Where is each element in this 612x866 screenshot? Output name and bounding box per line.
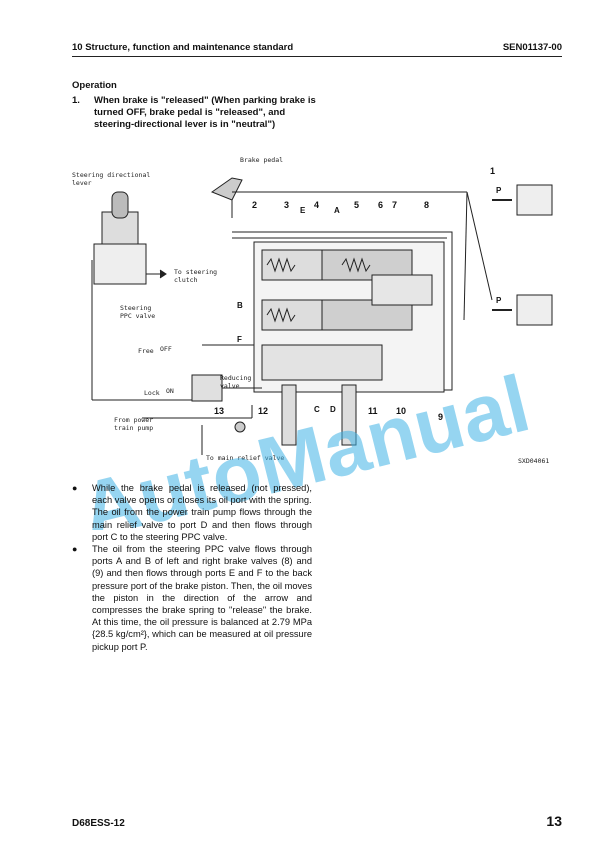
brake-cylinder-bottom [516, 294, 553, 326]
port-P-top: P [496, 186, 502, 195]
port-D: D [330, 405, 336, 414]
brake-pedal-shape [210, 177, 243, 201]
step-number: 1. [72, 95, 80, 106]
callout-1: 1 [490, 166, 495, 176]
page-number: 13 [546, 813, 562, 829]
callout-9: 9 [438, 412, 443, 422]
callout-6: 6 [378, 200, 383, 210]
callout-8: 8 [424, 200, 429, 210]
label-lock: Lock [144, 389, 160, 397]
callout-5: 5 [354, 200, 359, 210]
bullet-list: ● While the brake pedal is released (not… [72, 482, 312, 653]
port-A: A [334, 206, 340, 215]
header-doc-code: SEN01137-00 [502, 42, 562, 53]
label-steering-ppc-2: PPC valve [120, 312, 155, 320]
header-title: 10 Structure, function and maintenance s… [72, 42, 294, 53]
footer-model: D68ESS-12 [72, 818, 125, 829]
bullet-2-para-1: The oil from the steering PPC valve flow… [92, 544, 312, 652]
port-B: B [237, 301, 243, 310]
callout-3: 3 [284, 200, 289, 210]
label-steering-ppc-1: Steering [120, 304, 151, 312]
brake-cylinder-top [516, 184, 553, 216]
page-header: 10 Structure, function and maintenance s… [72, 40, 562, 57]
label-to-steering-1: To steering [174, 268, 217, 276]
bullet-1-para-2: The oil from the power train pump flows … [92, 507, 312, 542]
label-from-power-1: From power [114, 416, 153, 424]
callout-13: 13 [214, 406, 224, 416]
steering-lever-knob [111, 191, 129, 219]
callout-7: 7 [392, 200, 397, 210]
port-C: C [314, 405, 320, 414]
bullet-item-2: ● The oil from the steering PPC valve fl… [72, 543, 312, 653]
label-steering-lever-2: lever [72, 179, 92, 187]
label-to-steering-2: clutch [174, 276, 198, 284]
section-title: Operation [72, 80, 117, 91]
callout-11: 11 [368, 406, 378, 416]
bullet-mark: ● [72, 544, 78, 555]
reducing-valve [191, 374, 223, 402]
bullet-item-1: ● While the brake pedal is released (not… [72, 482, 312, 543]
label-steering-lever-1: Steering directional [72, 171, 150, 179]
callout-4: 4 [314, 200, 319, 210]
label-on: ON [166, 387, 174, 395]
port-P-bottom: P [496, 296, 502, 305]
label-reducing-1: Reducing [220, 374, 251, 382]
port-F: F [237, 335, 242, 344]
label-reducing-2: valve [220, 382, 240, 390]
label-brake-pedal: Brake pedal [240, 156, 283, 164]
step-text: When brake is "released" (When parking b… [94, 95, 316, 130]
bullet-mark: ● [72, 483, 78, 493]
callout-10: 10 [396, 406, 406, 416]
label-from-power-2: train pump [114, 424, 153, 432]
label-off: OFF [160, 345, 172, 353]
label-to-main-relief: To main relief valve [206, 454, 284, 462]
callout-12: 12 [258, 406, 268, 416]
port-E: E [300, 206, 306, 215]
bullet-1-para-1: While the brake pedal is released (not p… [92, 483, 312, 506]
brake-valve-diagram: Brake pedal Steering directional lever T… [72, 156, 553, 465]
label-free: Free [138, 347, 154, 355]
callout-2: 2 [252, 200, 257, 210]
label-figure-code: SXD04061 [518, 457, 549, 465]
